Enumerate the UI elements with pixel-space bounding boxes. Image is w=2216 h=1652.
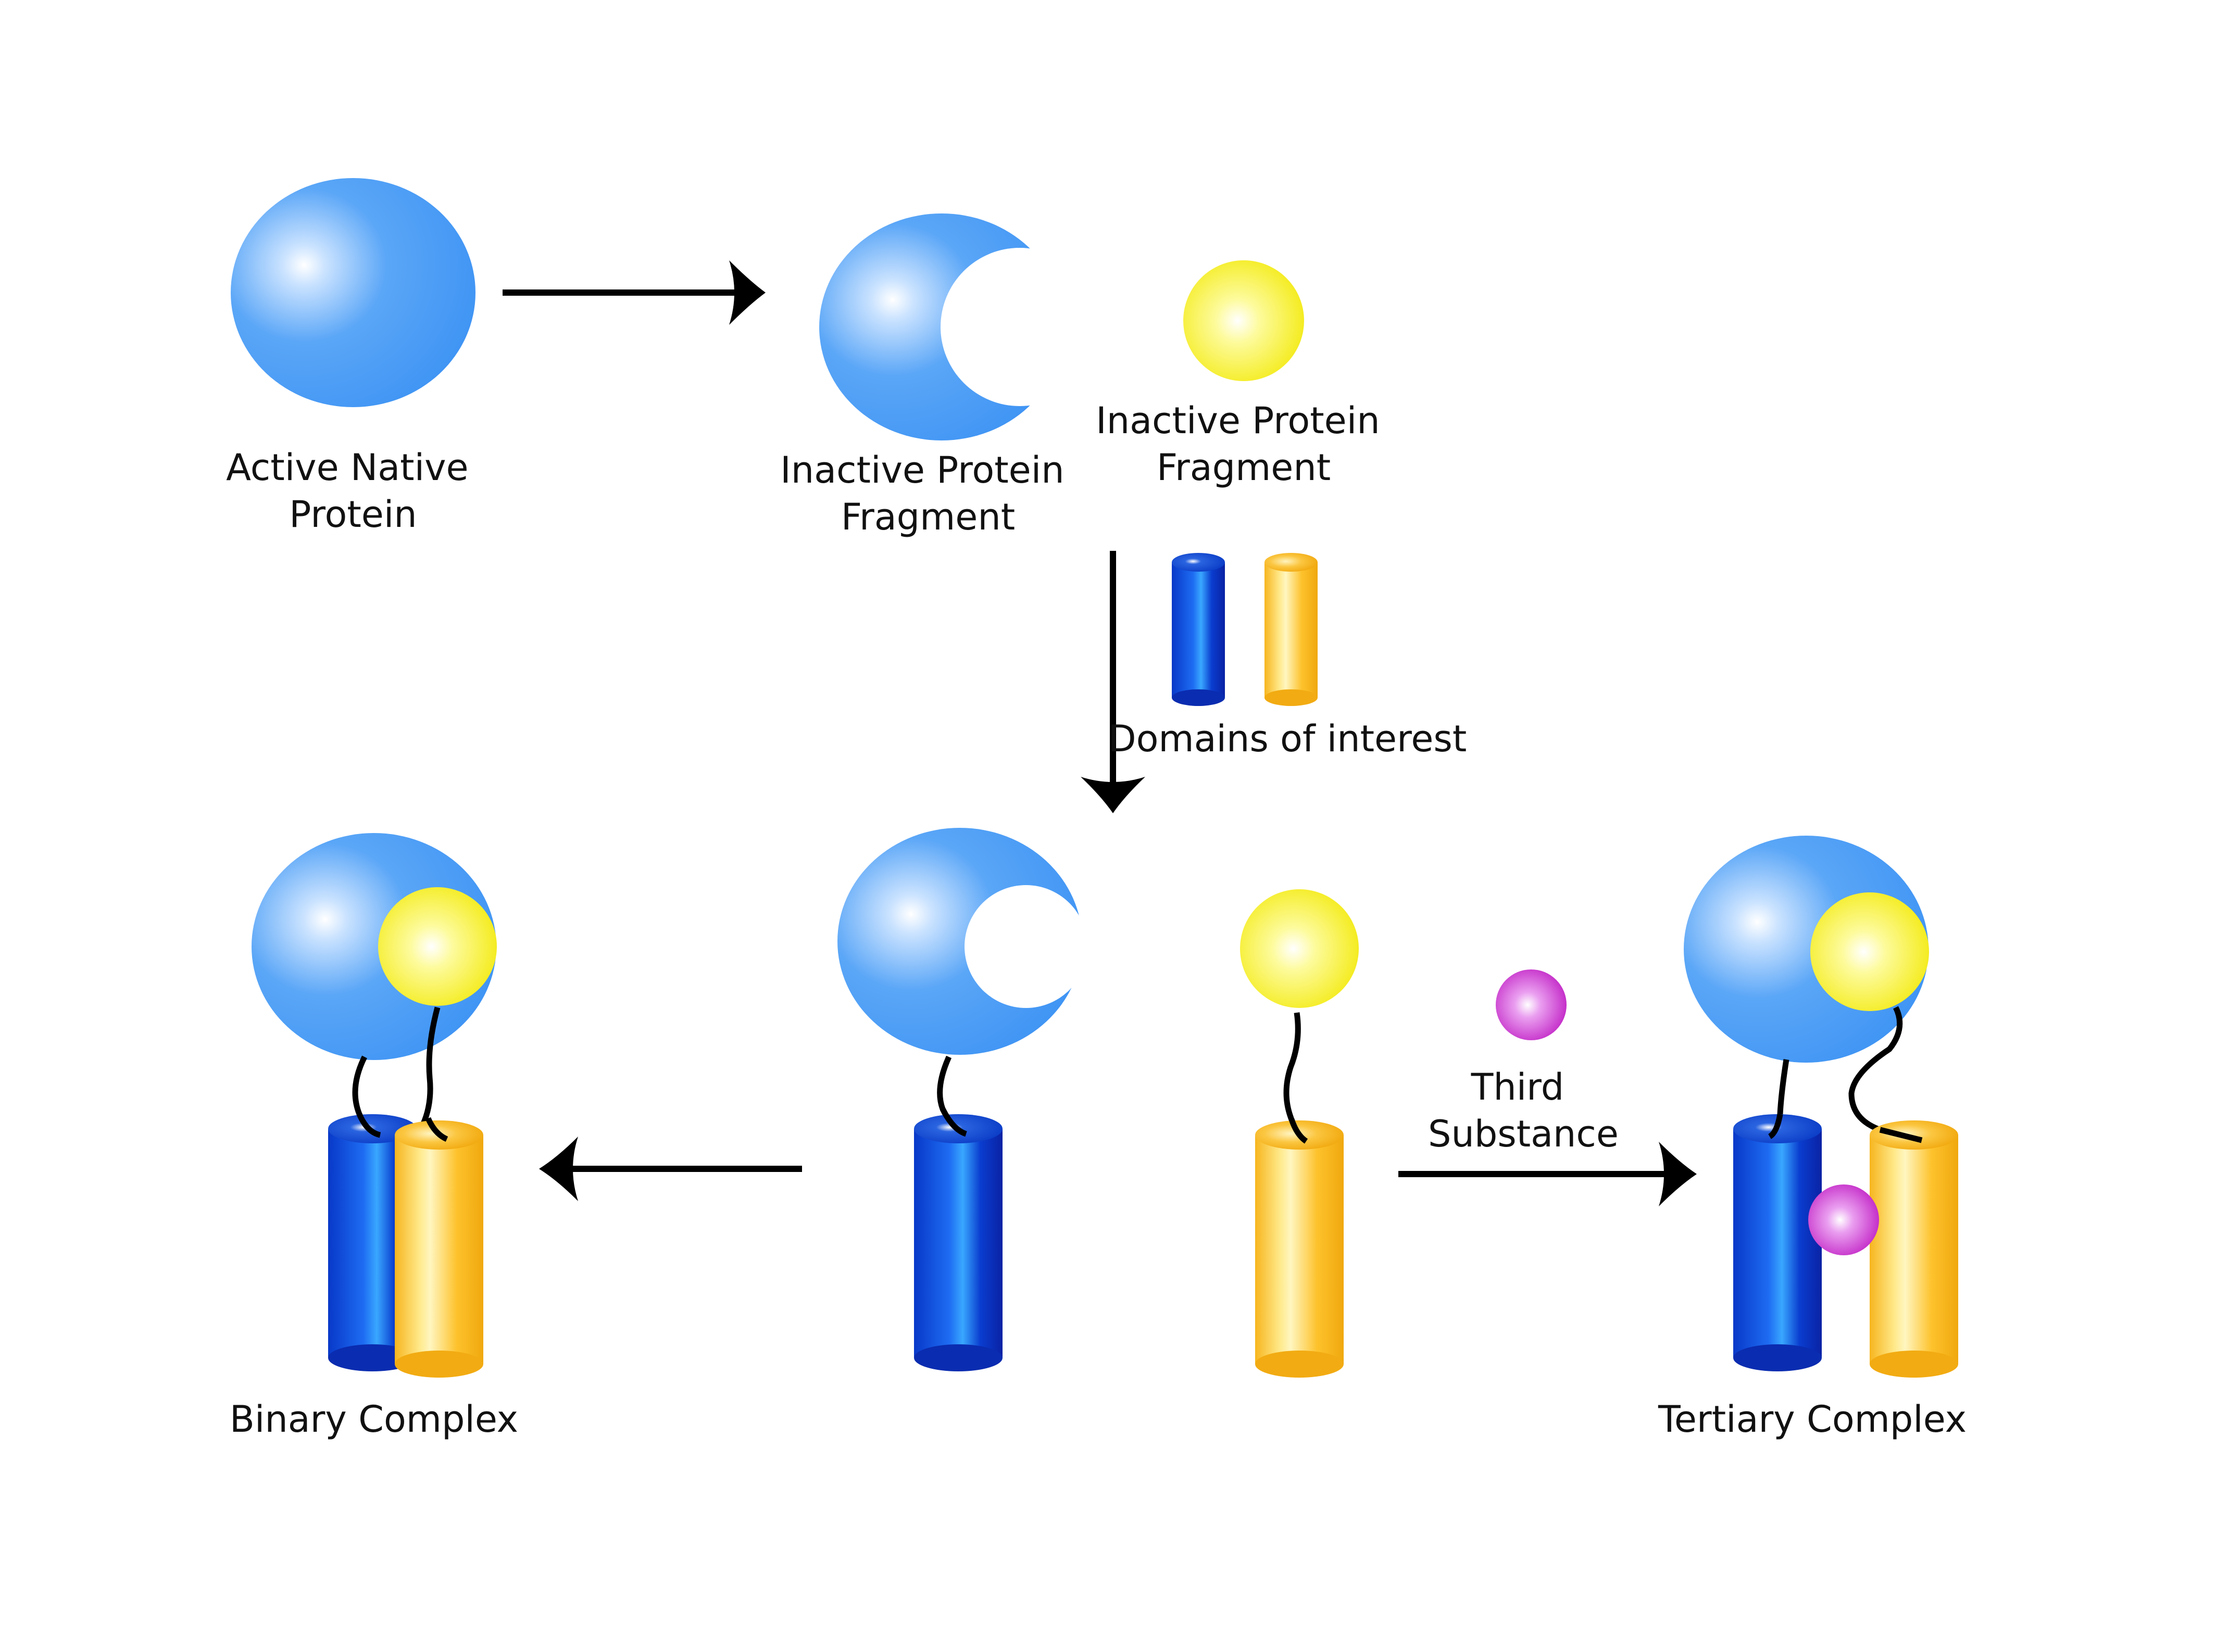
binary-complex [252,833,497,1378]
domain-orange-small [1265,553,1318,706]
protein-sphere [231,178,475,407]
third-substance-sphere [1496,969,1567,1040]
linker [1283,1012,1307,1142]
domain-blue-cylinder [914,1129,1003,1358]
arrow-left [539,1137,802,1201]
yellow-fragment-with-domain [1240,889,1359,1378]
domain-blue-small [1172,553,1225,706]
label-active-native-protein: Active Native Protein [226,446,480,536]
third-substance-bound [1808,1184,1879,1255]
arrow-right-bottom [1398,1142,1697,1206]
label-inactive-fragment-yellow: Inactive Protein Fragment [1096,399,1392,489]
blue-fragment-with-domain [837,828,1087,1371]
arrow-down [1081,551,1145,813]
inactive-fragment-blue [819,213,1099,440]
label-inactive-fragment-blue: Inactive Protein Fragment [780,449,1076,538]
label-tertiary-complex: Tertiary Complex [1658,1398,1967,1441]
fragment-cavity [941,248,1099,406]
domain-orange-cylinder [1255,1135,1344,1364]
label-domains-of-interest: Domains of interest [1108,717,1467,760]
fragment-cavity [965,885,1087,1008]
tertiary-complex [1684,836,1958,1378]
label-binary-complex: Binary Complex [230,1398,518,1441]
label-third-substance: Third Substance [1428,1066,1619,1155]
inactive-fragment-yellow [1183,260,1304,381]
active-native-protein [231,178,475,407]
arrow-right-top [503,260,766,325]
